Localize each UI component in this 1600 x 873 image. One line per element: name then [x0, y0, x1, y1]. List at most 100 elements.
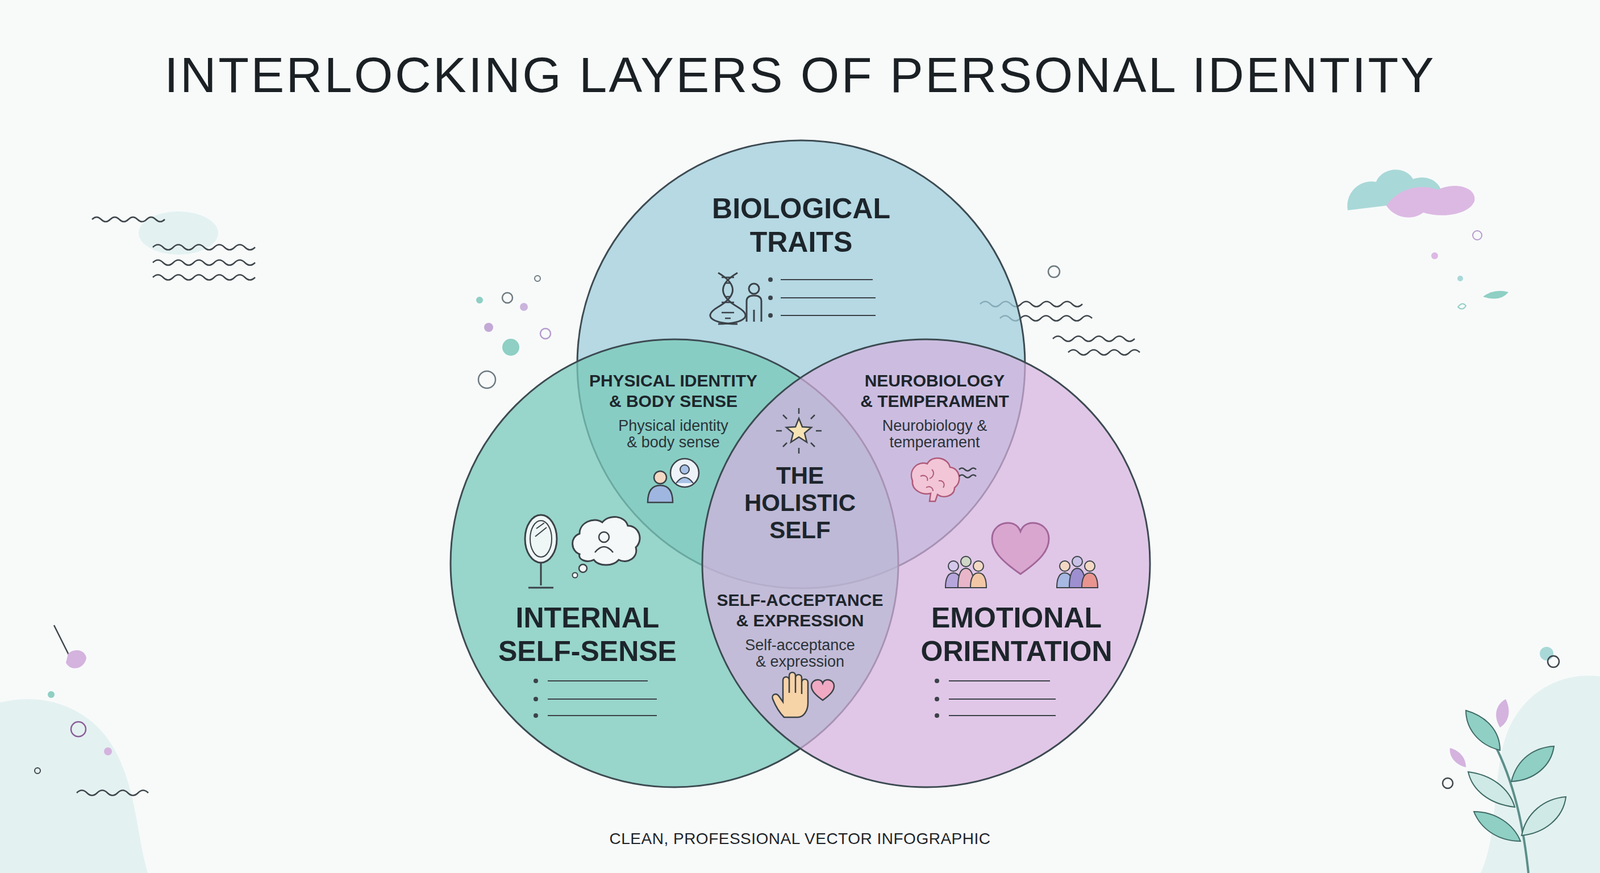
bullet-dot	[533, 713, 539, 718]
leaf	[1468, 771, 1515, 807]
wavy-line	[152, 275, 256, 281]
thought-dot	[578, 564, 587, 573]
leaf-shape	[1482, 290, 1509, 299]
dna-strand	[718, 272, 746, 324]
mirror-icon	[530, 520, 552, 557]
decor-dot	[1048, 265, 1060, 278]
bullet-dot	[768, 277, 773, 282]
overlap-region: NEUROBIOLOGY & TEMPERAMENT Neurobiology &…	[857, 370, 1012, 451]
overlap-description: Self-acceptance & expression	[742, 636, 859, 670]
circle-shape	[702, 339, 1150, 787]
leaf	[1473, 811, 1521, 841]
corner-blob	[0, 698, 148, 873]
person-icon	[748, 283, 760, 294]
small-heart-icon	[811, 679, 835, 700]
people-icon	[960, 556, 972, 567]
overlap-region: PHYSICAL IDENTITY & BODY SENSE Physical i…	[585, 370, 762, 451]
center-region: THE HOLISTIC SELF	[731, 461, 869, 544]
decor-dot	[1442, 777, 1453, 789]
avatar-icon	[676, 477, 694, 483]
wavy-line	[92, 217, 165, 222]
leaf	[1465, 710, 1500, 750]
people-icon	[948, 560, 959, 572]
mirror-icon	[525, 514, 557, 563]
leaf-stem	[1488, 732, 1529, 873]
brain-fold	[920, 469, 945, 491]
soft-blob	[138, 211, 219, 255]
overlap-heading: SELF-ACCEPTANCE & EXPRESSION	[711, 589, 889, 631]
decor-stroke	[53, 625, 72, 660]
star-ray	[776, 407, 822, 454]
leaf-shape	[1457, 303, 1466, 309]
circle-heading: BIOLOGICAL TRAITS	[693, 192, 910, 260]
placeholder-line	[547, 680, 657, 716]
brain-icon	[911, 457, 960, 502]
corner-blob	[1480, 675, 1600, 873]
person-icon	[746, 295, 762, 322]
bullet-dot	[533, 696, 539, 702]
overlap-region: SELF-ACCEPTANCE & EXPRESSION Self-accepta…	[711, 589, 889, 670]
decor-dot	[1431, 252, 1439, 260]
placeholder-line	[948, 680, 1056, 716]
bullet-dot	[934, 696, 940, 702]
thought-dot	[572, 572, 578, 578]
decor-dot	[1472, 230, 1482, 240]
decor-dot	[71, 721, 86, 737]
wavy-line	[152, 244, 256, 250]
decor-dot	[1547, 655, 1560, 668]
decor-dot	[540, 328, 551, 339]
decor-dot	[484, 322, 494, 332]
dna-strand	[710, 272, 738, 324]
thought-person	[594, 546, 614, 553]
dna-rung	[721, 277, 735, 319]
diagram-caption: CLEAN, PROFESSIONAL VECTOR INFOGRAPHIC	[0, 828, 1600, 849]
decor-dot	[478, 371, 496, 389]
decor-dot	[1457, 275, 1464, 282]
bud	[1496, 698, 1509, 728]
people-icon	[1056, 572, 1073, 588]
thought-bubble	[572, 516, 640, 565]
wavy-line	[76, 790, 149, 796]
thought-person	[598, 531, 610, 543]
hand-icon	[772, 672, 808, 718]
decor-dot	[47, 690, 55, 698]
wave-icon	[959, 468, 977, 478]
bullet-dot	[533, 678, 539, 683]
star-icon	[786, 418, 812, 443]
cloud-blob	[1347, 169, 1442, 211]
decor-dot	[534, 275, 541, 282]
decor-dot	[1539, 646, 1554, 661]
people-icon	[1072, 556, 1083, 567]
wavy-line	[1068, 350, 1140, 356]
wavy-line	[152, 260, 256, 266]
decor-dot	[476, 296, 483, 304]
people-icon	[1059, 560, 1070, 572]
placeholder-line	[780, 279, 876, 316]
people-icon	[1069, 568, 1086, 588]
avatar-icon	[670, 458, 699, 487]
circle-heading: INTERNAL SELF-SENSE	[479, 601, 696, 669]
overlap-description: Neurobiology & temperament	[876, 417, 994, 451]
person-icon	[647, 485, 673, 503]
center-heading: THE HOLISTIC SELF	[731, 461, 869, 544]
bullet-dot	[768, 313, 773, 318]
people-icon	[957, 568, 974, 588]
overlap-heading: PHYSICAL IDENTITY & BODY SENSE	[585, 370, 762, 412]
petal-shape	[65, 650, 87, 669]
people-icon	[970, 572, 987, 588]
people-icon	[973, 560, 984, 572]
people-icon	[1084, 560, 1095, 572]
overlap-description: Physical identity & body sense	[615, 417, 732, 451]
bullet-dot	[768, 295, 773, 300]
wavy-line	[1052, 336, 1135, 342]
decor-dot	[34, 767, 41, 774]
overlap-heading: NEUROBIOLOGY & TEMPERAMENT	[857, 370, 1012, 412]
bullet-dot	[934, 678, 940, 683]
bullet-dot	[934, 713, 940, 718]
mirror-stand	[528, 562, 554, 588]
decor-dot	[502, 338, 520, 356]
leaf	[1511, 746, 1554, 782]
circle-heading: EMOTIONAL ORIENTATION	[908, 601, 1125, 669]
person-icon	[653, 471, 667, 484]
